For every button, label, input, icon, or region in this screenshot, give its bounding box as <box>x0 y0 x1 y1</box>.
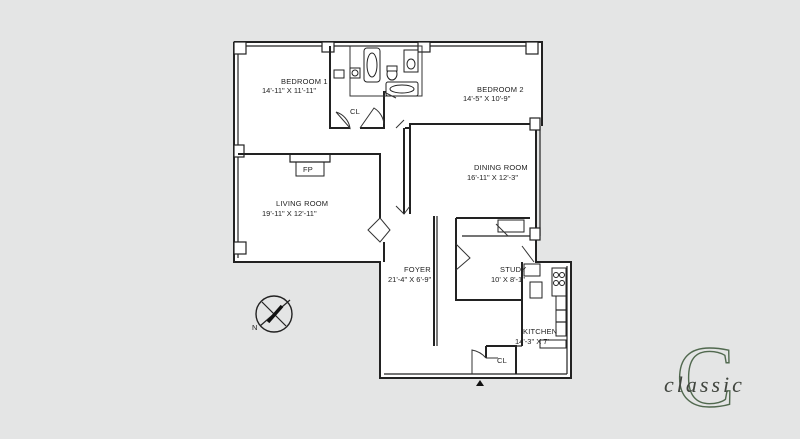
fireplace-name: FP <box>303 165 313 174</box>
study-name: STUDY <box>500 265 526 274</box>
kitchen-name: KITCHEN <box>523 327 557 336</box>
compass-label: N <box>252 323 257 332</box>
lower-closet-name: CL <box>497 356 507 365</box>
classic-logo: C classic <box>664 328 745 426</box>
plan-fill <box>234 42 571 378</box>
kitchen-dims: 14'-3" X 7' <box>515 337 549 346</box>
bedroom1-name: BEDROOM 1 <box>281 77 328 86</box>
upper-closet-name: CL <box>350 107 360 116</box>
study-dims: 10' X 8'-1" <box>491 275 525 284</box>
bedroom2-name: BEDROOM 2 <box>477 85 524 94</box>
doors <box>335 91 535 374</box>
interior-walls <box>238 45 530 374</box>
foyer-dims: 21'-4" X 6'-9" <box>388 275 432 284</box>
kitchen-fixtures <box>523 263 567 349</box>
bedroom1-dims: 14'-11" X 11'-11" <box>262 86 316 95</box>
exterior-walls <box>233 41 572 379</box>
bedroom2-dims: 14'-5" X 10'-9" <box>463 94 511 103</box>
living-room-name: LIVING ROOM <box>276 199 328 208</box>
entry-arrow-icon <box>476 380 484 386</box>
living-room-dims: 19'-11" X 12'-11" <box>262 209 317 218</box>
compass-icon <box>255 295 293 333</box>
logo-word: classic <box>664 372 745 397</box>
logo-letter: C <box>676 329 735 426</box>
foyer-name: FOYER <box>404 265 431 274</box>
bathroom-fixtures <box>333 47 419 97</box>
dining-room-dims: 16'-11" X 12'-3" <box>467 173 518 182</box>
dining-room-name: DINING ROOM <box>474 163 528 172</box>
room-labels: BEDROOM 1 14'-11" X 11'-11" BEDROOM 2 14… <box>262 77 557 365</box>
